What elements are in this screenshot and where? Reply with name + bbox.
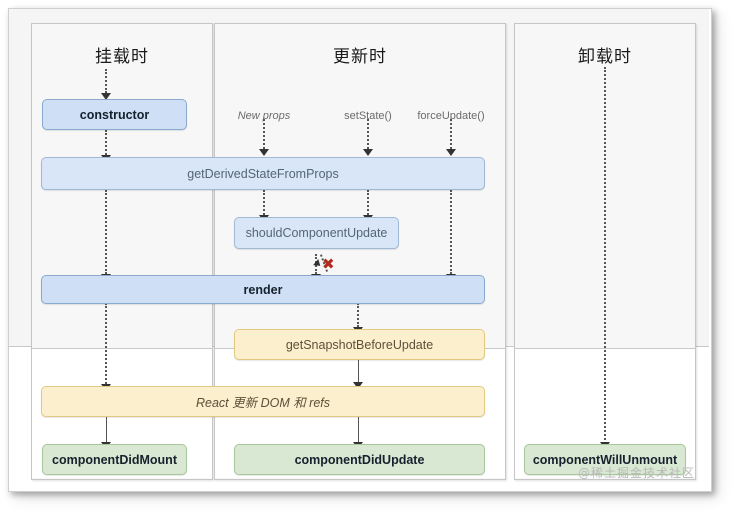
connector-forceupdate-to-gdsfp: [450, 119, 452, 149]
column-title-unmounting: 卸载时: [578, 47, 632, 67]
connector-newprops-to-gdsfp: [263, 119, 265, 149]
connector-mount-top: [105, 69, 107, 93]
connector-gdsfp-to-scu-right: [367, 190, 369, 215]
node-get-snapshot-before-update[interactable]: getSnapshotBeforeUpdate: [234, 329, 485, 360]
node-component-did-update[interactable]: componentDidUpdate: [234, 444, 485, 475]
connector-unmount-spine: [604, 67, 606, 444]
connector-gdsfp-to-render-mount: [105, 190, 107, 274]
trigger-label-setstate: setState(): [344, 110, 392, 122]
watermark-text: @稀土掘金技术社区: [577, 466, 695, 480]
connector-gdsfp-to-scu-left: [263, 190, 265, 215]
arrowhead-forceupdate-to-gdsfp: [446, 149, 456, 156]
trigger-label-forceupdate: forceUpdate(): [417, 110, 485, 122]
connector-commit-to-did-mount: [106, 417, 107, 444]
node-react-updates-dom-and-refs[interactable]: React 更新 DOM 和 refs: [41, 386, 485, 417]
connector-gsbu-to-commit: [358, 360, 359, 384]
node-constructor[interactable]: constructor: [42, 99, 187, 130]
diagram-frame: 挂载时 更新时 卸载时 New props setState() forceUp…: [8, 8, 712, 492]
node-get-derived-state-from-props[interactable]: getDerivedStateFromProps: [41, 157, 485, 190]
false-branch-x-icon: ✖: [322, 255, 335, 273]
node-component-will-unmount[interactable]: componentWillUnmount: [524, 444, 686, 475]
node-component-did-mount[interactable]: componentDidMount: [42, 444, 187, 475]
node-should-component-update[interactable]: shouldComponentUpdate: [234, 217, 399, 249]
connector-render-to-commit-mount: [105, 303, 107, 384]
connector-gdsfp-to-render-force: [450, 190, 452, 274]
connector-commit-to-did-update: [358, 417, 359, 444]
arrowhead-newprops-to-gdsfp: [259, 149, 269, 156]
panel-divider-mounting: [32, 348, 212, 349]
column-title-mounting: 挂载时: [95, 47, 149, 67]
connector-render-to-gsbu: [357, 303, 359, 327]
connector-setstate-to-gdsfp: [367, 119, 369, 149]
connector-constructor-to-gdsfp: [105, 130, 107, 155]
arrowhead-mount-to-constructor: [101, 93, 111, 100]
arrowhead-setstate-to-gdsfp: [363, 149, 373, 156]
arrowhead-gsbu-to-commit: [353, 382, 363, 389]
trigger-label-new-props: New props: [237, 110, 291, 122]
node-render[interactable]: render: [41, 275, 485, 304]
connector-scu-to-render: [315, 254, 317, 274]
column-title-updating: 更新时: [333, 47, 387, 67]
